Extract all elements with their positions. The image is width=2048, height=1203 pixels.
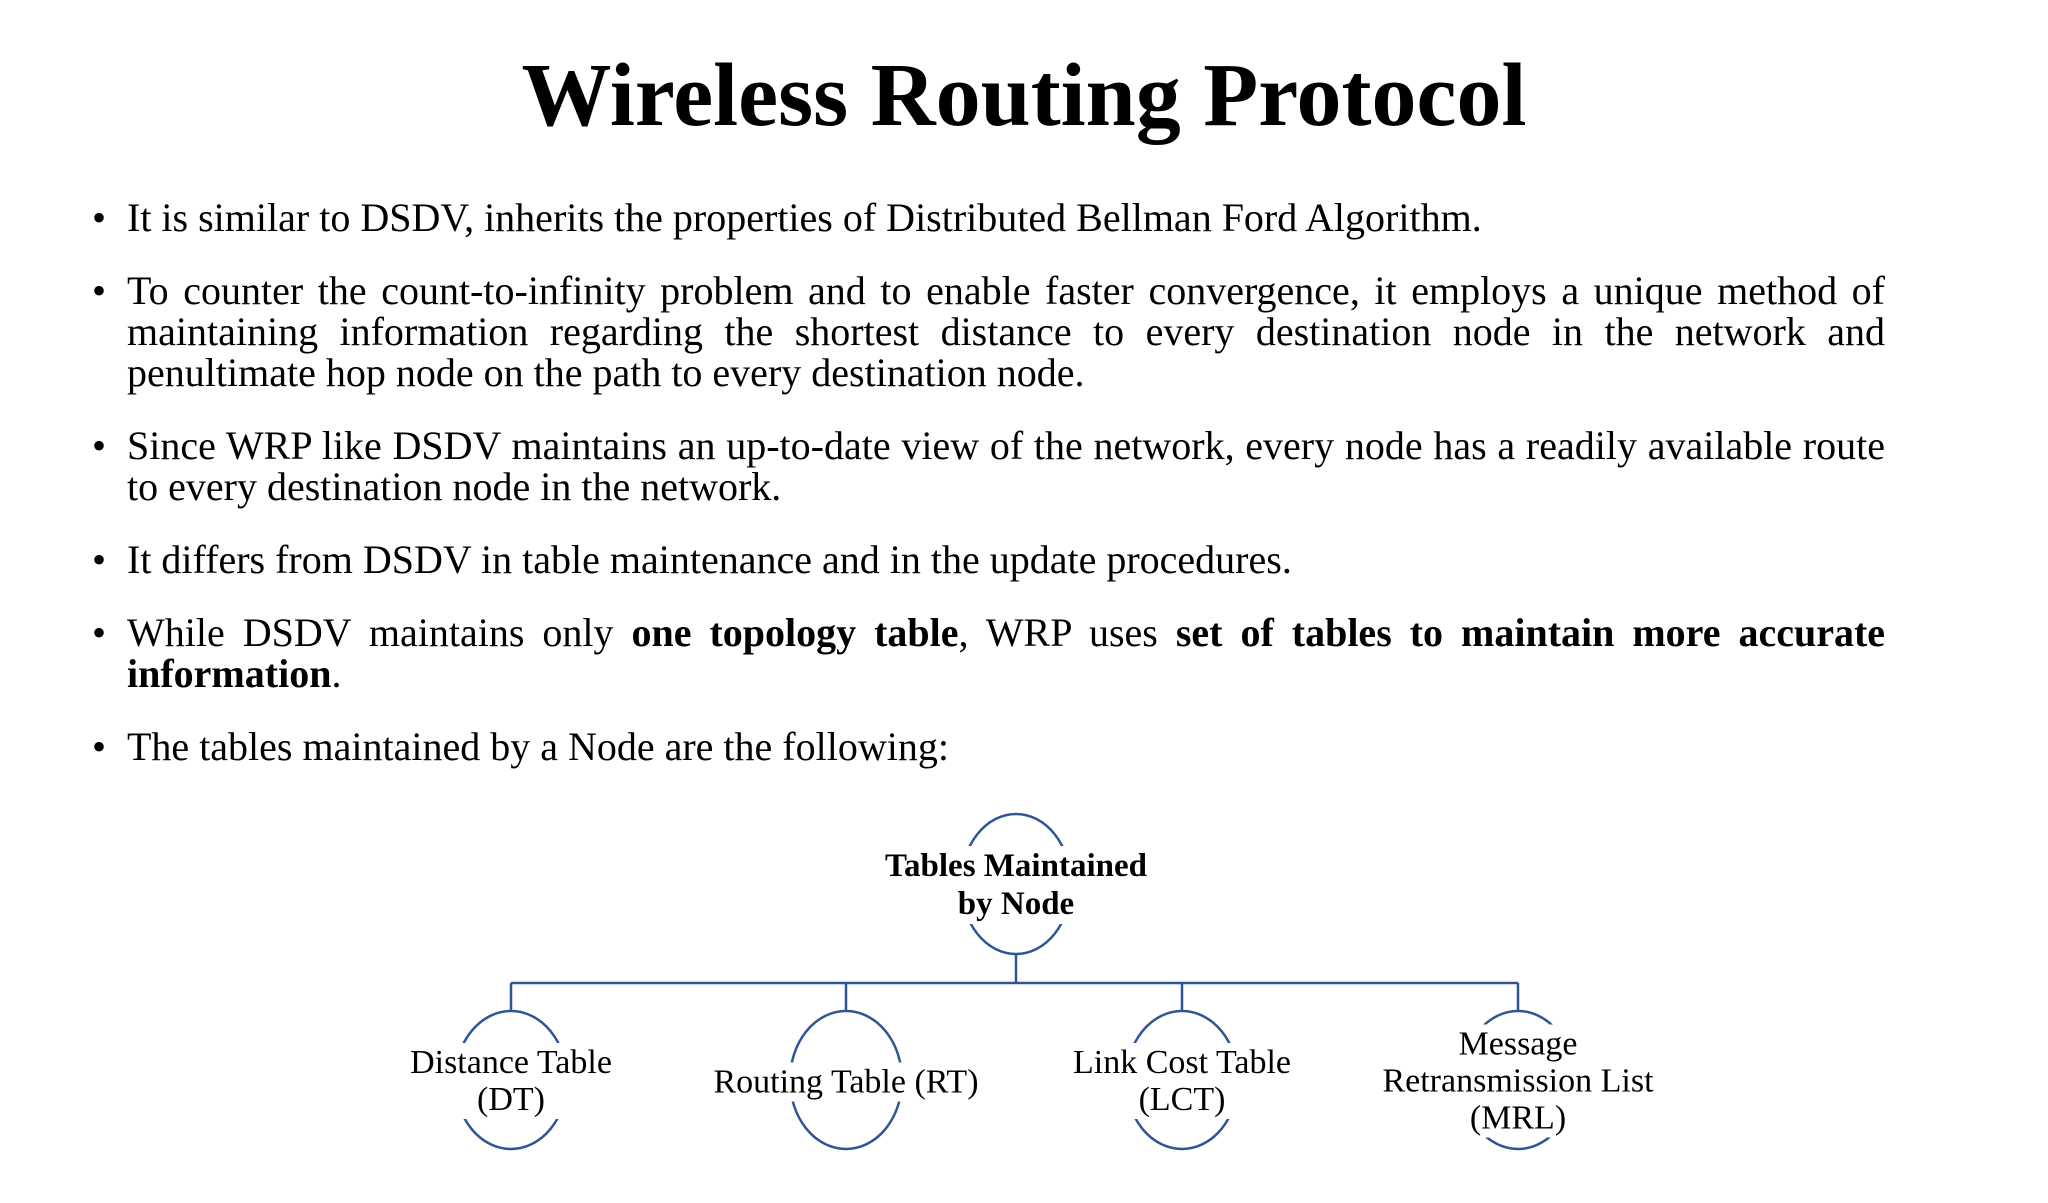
org-chart — [453, 812, 1576, 1151]
bullet-item: To counter the count-to-infinity problem… — [92, 270, 1885, 393]
bullet-text-bold: set of tables to maintain more accurate … — [127, 610, 1886, 696]
bullet-text: , WRP uses — [958, 610, 1176, 655]
link-cost-table-node-label: Link Cost Table (LCT) — [1065, 1043, 1299, 1119]
bullet-text: The tables maintained by a Node are the … — [127, 724, 949, 769]
bullet-text: It differs from DSDV in table maintenanc… — [127, 537, 1292, 582]
routing-table-node-label: Routing Table (RT) — [705, 1062, 987, 1102]
slide: Wireless Routing Protocol It is similar … — [0, 51, 2048, 1203]
message-retransmission-list-node-label: Message Retransmission List (MRL) — [1374, 1024, 1662, 1138]
node-label-line: (DT) — [477, 1081, 545, 1118]
root-node-label-line: Tables Maintained — [885, 848, 1147, 884]
node-label-line: (LCT) — [1138, 1081, 1226, 1118]
node-label-line: Link Cost Table — [1073, 1044, 1291, 1081]
bullet-item: The tables maintained by a Node are the … — [92, 726, 1885, 767]
root-node-label-line: by Node — [957, 886, 1075, 922]
bullet-item: Since WRP like DSDV maintains an up-to-d… — [92, 425, 1885, 507]
distance-table-node-label: Distance Table (DT) — [402, 1043, 620, 1119]
bullet-list: It is similar to DSDV, inherits the prop… — [92, 197, 1885, 767]
root-node-label: Tables Maintained by Node — [877, 846, 1155, 924]
node-label-line: Routing Table (RT) — [713, 1063, 979, 1101]
bullet-item: It differs from DSDV in table maintenanc… — [92, 539, 1885, 580]
bullet-item: It is similar to DSDV, inherits the prop… — [92, 197, 1885, 238]
bullet-text: To counter the count-to-infinity problem… — [127, 268, 1885, 395]
node-label-line: (MRL) — [1469, 1099, 1567, 1137]
bullet-text: It is similar to DSDV, inherits the prop… — [127, 195, 1482, 240]
bullet-text: Since WRP like DSDV maintains an up-to-d… — [127, 423, 1885, 509]
bullet-text: . — [331, 651, 342, 696]
node-label-line: Retransmission List — [1382, 1062, 1654, 1100]
node-label-line: Message — [1458, 1025, 1578, 1063]
bullet-text: While DSDV maintains only — [127, 610, 632, 655]
slide-title: Wireless Routing Protocol — [521, 46, 1527, 145]
bullet-text-bold: one topology table — [631, 610, 959, 655]
connector-lines — [509, 954, 1520, 1011]
bullet-item: While DSDV maintains only one topology t… — [92, 612, 1885, 694]
node-label-line: Distance Table — [410, 1044, 612, 1081]
